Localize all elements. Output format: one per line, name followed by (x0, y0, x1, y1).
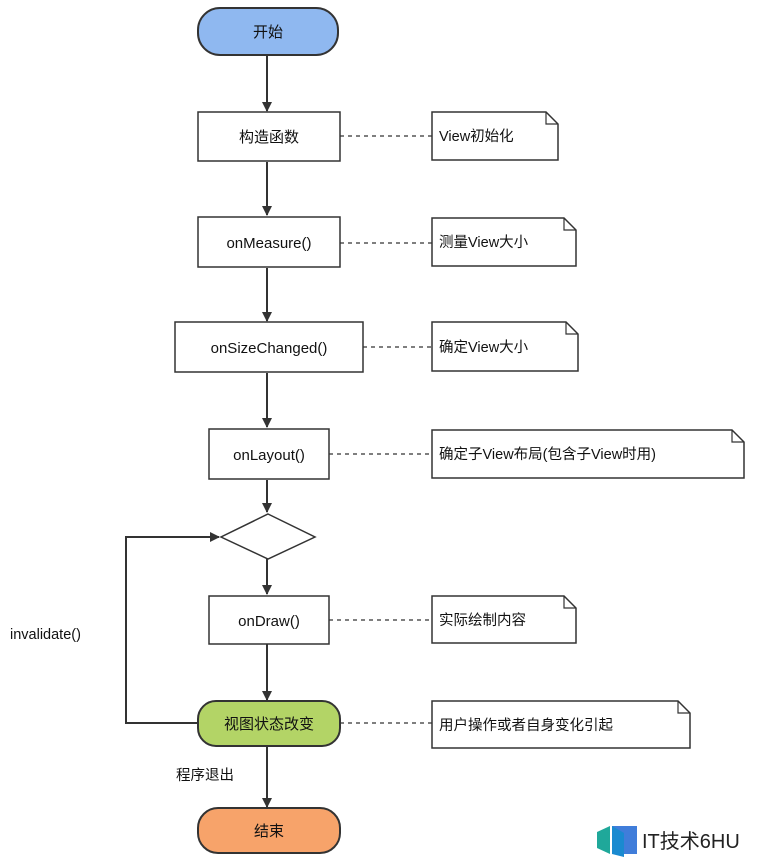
state-change-node: 视图状态改变 (197, 700, 341, 747)
decision-diamond (219, 513, 317, 560)
on-measure-label: onMeasure() (226, 235, 311, 252)
on-draw-node: onDraw() (208, 595, 330, 645)
exit-label: 程序退出 (176, 767, 234, 784)
on-draw-label: onDraw() (238, 613, 300, 630)
note-state-change: 用户操作或者自身变化引起 (431, 700, 691, 749)
note-connectors (329, 135, 432, 724)
constructor-node: 构造函数 (197, 111, 341, 162)
note-on-layout-text: 确定子View布局(包含子View时用) (439, 446, 656, 463)
end-label: 结束 (254, 823, 284, 840)
start-node: 开始 (197, 7, 339, 56)
note-on-measure-text: 测量View大小 (439, 234, 529, 251)
note-on-layout: 确定子View布局(包含子View时用) (431, 429, 745, 479)
on-layout-label: onLayout() (233, 447, 305, 464)
note-on-size-changed-text: 确定View大小 (439, 339, 529, 356)
note-constructor: View初始化 (431, 111, 559, 161)
note-on-draw: 实际绘制内容 (431, 595, 577, 644)
flow-connectors (125, 56, 272, 808)
state-change-label: 视图状态改变 (224, 716, 314, 733)
on-measure-node: onMeasure() (197, 216, 341, 268)
on-size-changed-node: onSizeChanged() (174, 321, 364, 373)
watermark-logo-icon (597, 826, 637, 857)
watermark-text: IT技术6HU (642, 830, 740, 853)
on-size-changed-label: onSizeChanged() (211, 340, 328, 357)
note-constructor-text: View初始化 (439, 128, 514, 145)
constructor-label: 构造函数 (239, 129, 299, 146)
on-layout-node: onLayout() (208, 428, 330, 480)
note-on-measure: 测量View大小 (431, 217, 577, 267)
note-state-change-text: 用户操作或者自身变化引起 (439, 717, 613, 734)
end-node: 结束 (197, 807, 341, 854)
note-on-size-changed: 确定View大小 (431, 321, 579, 372)
invalidate-label: invalidate() (10, 627, 81, 643)
watermark: IT技术6HU (597, 826, 740, 857)
note-on-draw-text: 实际绘制内容 (439, 612, 526, 629)
start-label: 开始 (253, 24, 283, 41)
